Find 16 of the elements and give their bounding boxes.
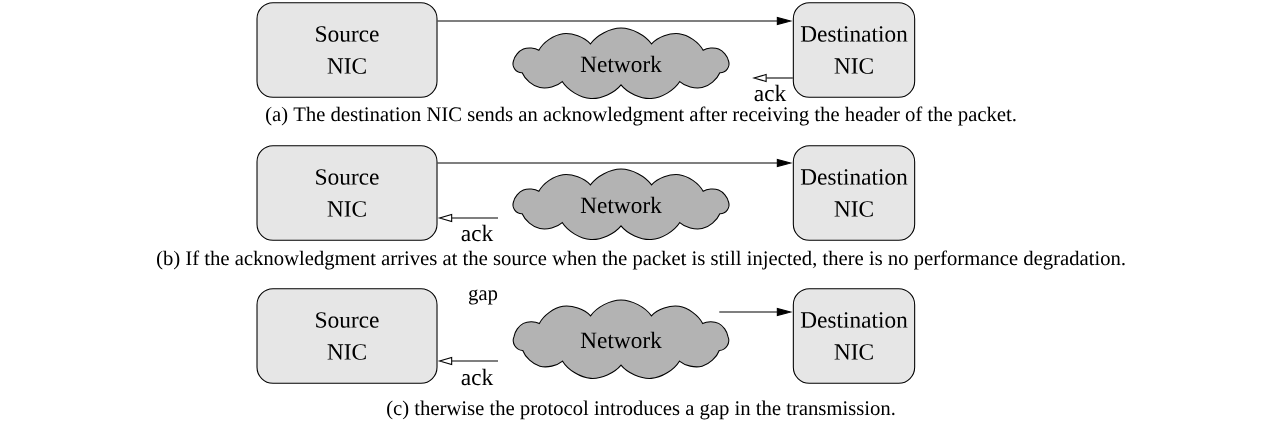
edge-label: ack [461, 368, 494, 386]
network-cloud: Network [512, 299, 730, 379]
network-cloud: Network [512, 168, 730, 241]
caption: (c) therwise the protocol introduces a gap in the transmission. [387, 400, 895, 420]
edge-label: ack [461, 224, 494, 242]
network-cloud: Network [512, 27, 730, 100]
nic-box: Destination NIC [792, 2, 916, 98]
nic-box: Destination NIC [792, 145, 916, 241]
nic-box: Destination NIC [792, 288, 916, 384]
caption: (b) If the acknowledgment arrives at the source when the packet is still injected, there is no performance degradation. [157, 250, 1125, 270]
nic-box: Source NIC [256, 145, 438, 241]
nic-box: Source NIC [256, 288, 438, 384]
nic-box: Source NIC [256, 2, 438, 98]
caption: (a) The destination NIC sends an acknowledgment after receiving the header of the packet. [266, 106, 1016, 126]
edge-label: ack [754, 84, 787, 102]
annotation-text: gap [468, 289, 498, 305]
